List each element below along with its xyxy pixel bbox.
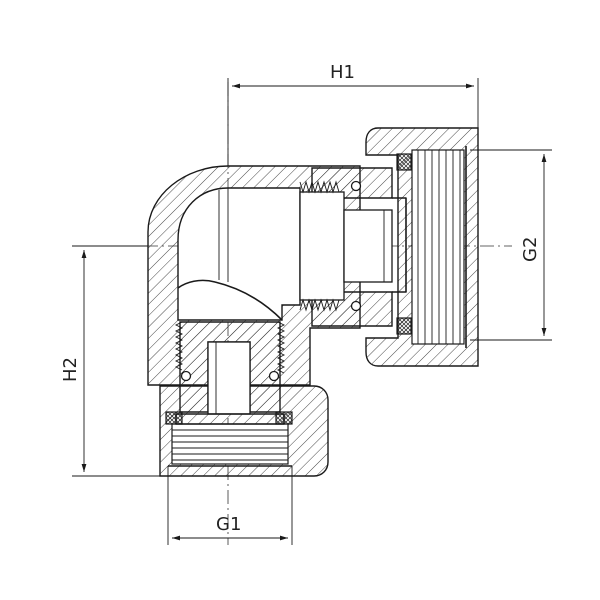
bottom-seal-left: [165, 411, 183, 425]
right-seal-top: [396, 153, 412, 171]
right-nut-thread: [417, 150, 461, 344]
bottom-adaptor: [174, 321, 286, 425]
right-seal-bottom: [396, 317, 412, 335]
right-union-nut: [365, 127, 479, 367]
bottom-union-nut: [159, 385, 329, 477]
bottom-nut-thread: [172, 429, 288, 461]
bottom-seal-right: [275, 411, 293, 425]
dimension-label-g2: G2: [520, 237, 541, 262]
right-adaptor: [299, 167, 407, 327]
dimension-label-g1: G1: [216, 514, 241, 535]
dimension-h1: H1: [227, 62, 479, 166]
dimension-g2: G2: [470, 149, 552, 341]
dimension-label-h1: H1: [330, 62, 355, 83]
dimension-h2: H2: [60, 245, 160, 477]
dimension-g1: G1: [167, 466, 293, 545]
dimension-label-h2: H2: [60, 357, 81, 382]
